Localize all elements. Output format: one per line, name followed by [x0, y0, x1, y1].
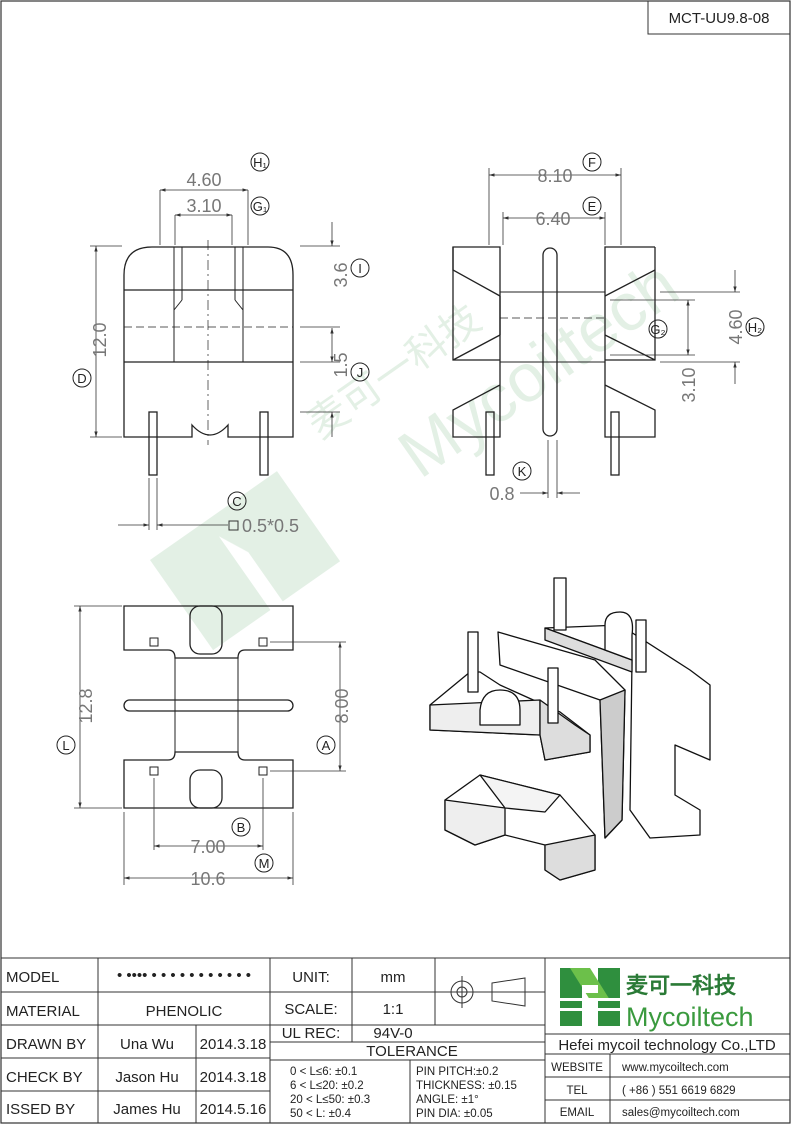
label-j: J: [357, 365, 364, 380]
dim-7-00: 7.00: [190, 837, 225, 857]
model-value: • •••• • • • • • • • • • • •: [117, 967, 251, 984]
bottom-view-labels: [56, 735, 336, 873]
website-value: www.mycoiltech.com: [621, 1062, 729, 1074]
label-i: I: [358, 261, 362, 276]
label-c: C: [232, 494, 241, 509]
dim-pin: 0.5*0.5: [242, 516, 299, 536]
check-date: 2014.3.18: [200, 1069, 267, 1086]
dim-10-6: 10.6: [190, 869, 225, 889]
side-view: [452, 168, 740, 498]
dim-3-10: 3.10: [186, 196, 221, 216]
tol-line-3: 20 < L≤50: ±0.3: [290, 1094, 370, 1106]
company-info: Hefei mycoil technology Co.,LTD WEBSITE …: [551, 1037, 776, 1119]
tol-line-1: 0 < L≤6: ±0.1: [290, 1066, 357, 1078]
bottom-view-label-text: L A B M: [62, 738, 330, 871]
label-g2: G₂: [650, 322, 665, 337]
issued-date: 2014.5.16: [200, 1101, 267, 1118]
unit-label: UNIT:: [292, 969, 330, 986]
email-label: EMAIL: [560, 1107, 595, 1119]
company-logo: 麦可一科技 Mycoiltech: [560, 968, 754, 1032]
website-label: WEBSITE: [551, 1062, 603, 1074]
logo-cn: 麦可一科技: [626, 973, 737, 998]
title-block: [1, 957, 790, 1123]
ul-value: 94V-0: [373, 1025, 412, 1042]
dim-6-40: 6.40: [535, 209, 570, 229]
front-view-labels: [72, 152, 370, 511]
side-view-dims: 8.10 6.40 4.60 3.10 0.8: [489, 166, 746, 504]
ul-label: UL REC:: [282, 1025, 341, 1042]
label-m: M: [259, 856, 270, 871]
check-name: Jason Hu: [115, 1069, 178, 1086]
side-view-label-text: F E G₂ H₂ K: [518, 155, 763, 479]
dim-12-8: 12.8: [76, 688, 96, 723]
label-g1: G₁: [253, 199, 268, 214]
email-value: sales@mycoiltech.com: [622, 1107, 740, 1119]
label-d: D: [77, 371, 86, 386]
isometric-view: [429, 577, 711, 881]
dim-8-00: 8.00: [332, 688, 352, 723]
front-view: [90, 188, 340, 530]
dim-8-10: 8.10: [537, 166, 572, 186]
scale-value: 1:1: [383, 1001, 404, 1018]
tol-line-4: 50 < L: ±0.4: [290, 1108, 352, 1120]
title-block-text: MODEL • •••• • • • • • • • • • • • MATER…: [6, 967, 517, 1120]
tol-right-1: PIN PITCH:±0.2: [416, 1066, 498, 1078]
drawing-code: MCT-UU9.8-08: [669, 10, 770, 27]
dim-4-60: 4.60: [186, 170, 221, 190]
label-b: B: [237, 820, 246, 835]
unit-value: mm: [381, 969, 406, 986]
dim-12-0: 12.0: [90, 322, 110, 357]
label-h2: H₂: [748, 320, 762, 335]
label-h1: H₁: [253, 155, 267, 170]
tol-line-2: 6 < L≤20: ±0.2: [290, 1080, 364, 1092]
tel-value: ( +86 ) 551 6619 6829: [622, 1085, 736, 1097]
drawn-label: DRAWN BY: [6, 1036, 86, 1053]
tel-label: TEL: [566, 1085, 588, 1097]
bottom-view-dims: 12.8 8.00 7.00 10.6: [76, 688, 352, 889]
dim-4-60-v: 4.60: [726, 309, 746, 344]
material-label: MATERIAL: [6, 1003, 80, 1020]
check-label: CHECK BY: [6, 1069, 83, 1086]
drawn-name: Una Wu: [120, 1036, 174, 1053]
label-l: L: [62, 738, 69, 753]
label-e: E: [588, 199, 597, 214]
label-f: F: [588, 155, 596, 170]
tol-right-2: THICKNESS: ±0.15: [416, 1080, 517, 1092]
logo-en: Mycoiltech: [626, 1002, 754, 1032]
front-view-label-text: H₁ G₁ I J D C: [77, 155, 363, 509]
issued-label: ISSED BY: [6, 1101, 75, 1118]
dim-0-8: 0.8: [489, 484, 514, 504]
front-view-dims: 4.60 3.10 3.6 1.5 12.0 0.5*0.5: [90, 170, 351, 536]
dim-1-5: 1.5: [331, 352, 351, 377]
drawing-code-box: MCT-UU9.8-08: [647, 1, 790, 35]
issued-name: James Hu: [113, 1101, 181, 1118]
tolerance-title: TOLERANCE: [366, 1043, 457, 1060]
drawn-date: 2014.3.18: [200, 1036, 267, 1053]
tol-right-4: PIN DIA: ±0.05: [416, 1108, 493, 1120]
dim-3-10-v: 3.10: [679, 367, 699, 402]
label-k: K: [518, 464, 527, 479]
dim-3-6: 3.6: [331, 262, 351, 287]
bottom-view: [74, 605, 346, 885]
tol-right-3: ANGLE: ±1°: [416, 1094, 479, 1106]
model-label: MODEL: [6, 969, 59, 986]
scale-label: SCALE:: [284, 1001, 337, 1018]
label-a: A: [322, 738, 331, 753]
side-view-labels: [512, 152, 765, 481]
company-name: Hefei mycoil technology Co.,LTD: [558, 1037, 775, 1054]
material-value: PHENOLIC: [146, 1003, 223, 1020]
